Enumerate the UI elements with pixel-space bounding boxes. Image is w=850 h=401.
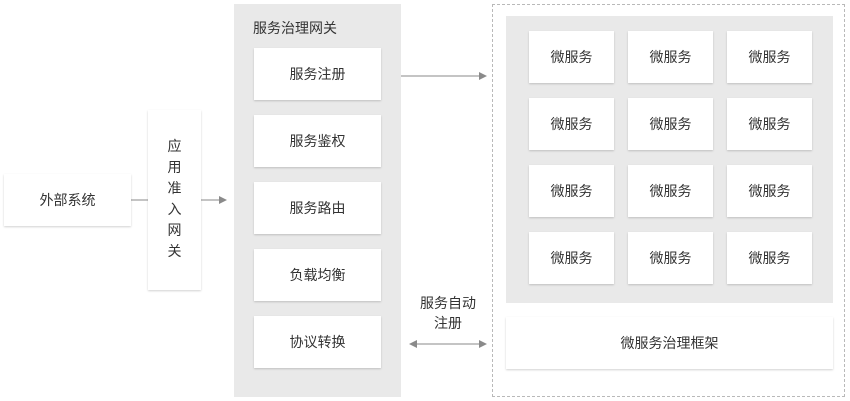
microservice-box: 微服务: [628, 165, 713, 217]
microservice-label: 微服务: [748, 251, 791, 267]
microservice-label: 微服务: [550, 251, 593, 267]
governance-gateway-title: 服务治理网关: [253, 21, 337, 37]
entry-gateway-char: 关: [167, 244, 182, 260]
microservice-box: 微服务: [529, 232, 614, 284]
entry-gateway-char: 应: [167, 139, 182, 155]
microservice-label: 微服务: [649, 117, 692, 133]
gateway-item-label: 协议转换: [289, 335, 346, 351]
microservice-box: 微服务: [628, 98, 713, 150]
gateway-item-protocol-conversion: 协议转换: [254, 316, 381, 368]
microservice-label: 微服务: [550, 117, 593, 133]
entry-gateway-box: 应 用 准 入 网 关: [148, 110, 201, 290]
microservice-box: 微服务: [628, 31, 713, 83]
auto-register-line: 服务自动: [420, 296, 476, 312]
gateway-item-load-balancing: 负载均衡: [254, 249, 381, 301]
microservice-label: 微服务: [748, 117, 791, 133]
gateway-item-label: 服务注册: [289, 67, 346, 83]
gateway-item-label: 负载均衡: [289, 268, 346, 284]
auto-register-line: 注册: [434, 316, 462, 332]
microservice-box: 微服务: [529, 31, 614, 83]
microservice-box: 微服务: [628, 232, 713, 284]
entry-gateway-char: 入: [167, 202, 182, 218]
entry-gateway-char: 网: [167, 223, 182, 239]
gateway-item-label: 服务鉴权: [289, 134, 346, 150]
governance-framework-label: 微服务治理框架: [620, 336, 719, 352]
entry-gateway-char: 用: [167, 160, 182, 176]
governance-framework-box: 微服务治理框架: [506, 317, 833, 369]
microservice-box: 微服务: [727, 232, 812, 284]
microservice-label: 微服务: [748, 50, 791, 66]
microservice-box: 微服务: [529, 165, 614, 217]
entry-gateway-char: 准: [167, 181, 182, 197]
external-system-label: 外部系统: [39, 193, 96, 209]
microservice-label: 微服务: [550, 50, 593, 66]
microservice-box: 微服务: [727, 98, 812, 150]
microservice-label: 微服务: [550, 184, 593, 200]
microservice-label: 微服务: [748, 184, 791, 200]
auto-register-label: 服务自动 注册: [410, 294, 486, 334]
microservice-box: 微服务: [529, 98, 614, 150]
microservice-label: 微服务: [649, 50, 692, 66]
gateway-item-label: 服务路由: [289, 201, 346, 217]
gateway-item-service-routing: 服务路由: [254, 182, 381, 234]
microservice-box: 微服务: [727, 31, 812, 83]
gateway-item-service-register: 服务注册: [254, 48, 381, 100]
microservice-label: 微服务: [649, 251, 692, 267]
gateway-item-service-auth: 服务鉴权: [254, 115, 381, 167]
microservice-box: 微服务: [727, 165, 812, 217]
microservice-label: 微服务: [649, 184, 692, 200]
external-system-box: 外部系统: [4, 174, 131, 226]
